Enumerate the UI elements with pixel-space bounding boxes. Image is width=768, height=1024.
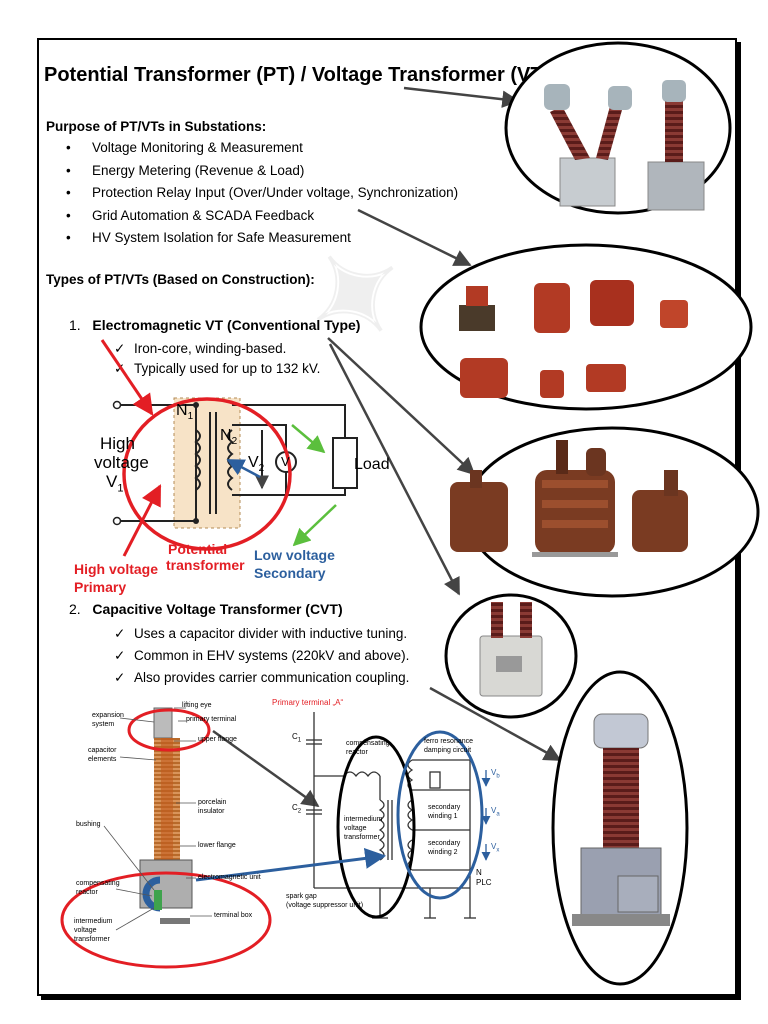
- label-lower-flange: lower flange: [198, 842, 236, 849]
- cvt-schematic: [195, 712, 491, 919]
- list-item: Protection Relay Input (Over/Under volta…: [62, 182, 458, 205]
- label-high: High: [100, 434, 135, 453]
- cvt-points: Uses a capacitor divider with inductive …: [114, 623, 409, 689]
- photo-cvt: [551, 670, 689, 986]
- label-vb: Vb: [491, 768, 500, 780]
- photo-outdoor-pt: [504, 41, 732, 215]
- list-item: Also provides carrier communication coup…: [114, 667, 409, 689]
- list-item: Typically used for up to 132 kV.: [114, 359, 320, 379]
- label-sch-interm-1: intermedium: [344, 816, 383, 823]
- label-interm-2: voltage: [74, 927, 97, 934]
- label-comp-reactor-2: reactor: [76, 889, 98, 896]
- type-em-title: Electromagnetic VT (Conventional Type): [92, 317, 361, 333]
- label-capacitor-1: capacitor: [88, 747, 117, 754]
- label-sec1-1: secondary: [428, 804, 461, 811]
- list-item: Uses a capacitor divider with inductive …: [114, 623, 409, 645]
- annotation-pt-1: Potential: [168, 541, 228, 557]
- label-ferro-1: ferro resonance: [424, 738, 474, 745]
- list-item: Common in EHV systems (220kV and above).: [114, 645, 409, 667]
- list-item: HV System Isolation for Safe Measurement: [62, 227, 458, 250]
- page-title: Potential Transformer (PT) / Voltage Tra…: [44, 64, 556, 86]
- voltmeter-icon: V: [281, 454, 290, 469]
- annotation-primary-2: Primary: [74, 579, 127, 595]
- label-upper-flange: upper flange: [198, 736, 237, 743]
- type-em-heading: 1. Electromagnetic VT (Conventional Type…: [69, 317, 361, 333]
- label-ferro-2: damping circuit: [424, 747, 472, 754]
- label-comp-reactor-1: compensating: [76, 880, 120, 887]
- label-spark-1: spark gap: [286, 893, 317, 900]
- label-sec2-2: winding 2: [428, 849, 458, 856]
- cvt-construction-drawing: [60, 707, 272, 969]
- label-expansion-1: expansion: [92, 712, 124, 719]
- label-em-unit: electromagnetic unit: [198, 874, 261, 881]
- list-item: Voltage Monitoring & Measurement: [62, 137, 458, 160]
- photo-large-resin-pts: [450, 426, 760, 598]
- label-c1: C1: [292, 732, 302, 744]
- label-sch-interm-2: voltage: [344, 825, 367, 832]
- label-primary-a: Primary terminal „A“: [272, 698, 344, 707]
- label-sch-interm-3: transformer: [344, 834, 380, 841]
- label-interm-3: transformer: [74, 936, 110, 943]
- label-sec1-2: winding 1: [428, 813, 458, 820]
- label-va: Va: [491, 806, 500, 818]
- photo-oil-pt: [444, 593, 578, 719]
- circuit-diagram: [67, 339, 358, 594]
- label-expansion-2: system: [92, 721, 115, 728]
- purpose-heading: Purpose of PT/VTs in Substations:: [46, 119, 267, 134]
- label-porcelain-2: insulator: [198, 808, 225, 815]
- label-v1: V1: [106, 472, 124, 495]
- em-points: Iron-core, winding-based. Typically used…: [114, 339, 320, 379]
- label-load: Load: [354, 456, 390, 473]
- annotation-secondary-2: Secondary: [254, 565, 326, 581]
- list-item: Iron-core, winding-based.: [114, 339, 320, 359]
- label-terminal-box: terminal box: [214, 912, 253, 919]
- purpose-list: Voltage Monitoring & Measurement Energy …: [62, 137, 458, 250]
- label-spark-2: (voltage suppressor unit): [286, 902, 364, 909]
- label-bushing: bushing: [76, 821, 101, 828]
- label-sch-comp-2: reactor: [346, 749, 368, 756]
- list-item: Grid Automation & SCADA Feedback: [62, 205, 458, 228]
- label-n1: N1: [176, 402, 194, 423]
- types-heading: Types of PT/VTs (Based on Construction):: [46, 272, 315, 287]
- label-interm-1: intermedium: [74, 918, 113, 925]
- annotation-primary-1: High voltage: [74, 561, 159, 577]
- label-vx: Vx: [491, 842, 500, 854]
- pointer-arrows: [212, 86, 562, 808]
- annotation-secondary-1: Low voltage: [254, 547, 335, 563]
- list-item: Energy Metering (Revenue & Load): [62, 160, 458, 183]
- label-sec2-1: secondary: [428, 840, 461, 847]
- type-cvt-title: Capacitive Voltage Transformer (CVT): [92, 601, 343, 617]
- label-primary-terminal: primary terminal: [186, 716, 237, 723]
- label-plc: PLC: [476, 878, 492, 887]
- annotation-pt-2: transformer: [166, 557, 245, 573]
- label-v2: V2: [248, 454, 265, 475]
- label-porcelain-1: porcelain: [198, 799, 227, 806]
- photo-resin-pts: [419, 243, 753, 411]
- label-n2: N2: [220, 427, 238, 448]
- label-voltage: voltage: [94, 453, 149, 472]
- label-capacitor-2: elements: [88, 756, 117, 763]
- label-lifting-eye: lifting eye: [182, 702, 212, 709]
- label-sch-comp-1: compensating: [346, 740, 390, 747]
- type-cvt-heading: 2. Capacitive Voltage Transformer (CVT): [69, 601, 343, 617]
- label-n: N: [476, 868, 482, 877]
- label-c2: C2: [292, 803, 302, 815]
